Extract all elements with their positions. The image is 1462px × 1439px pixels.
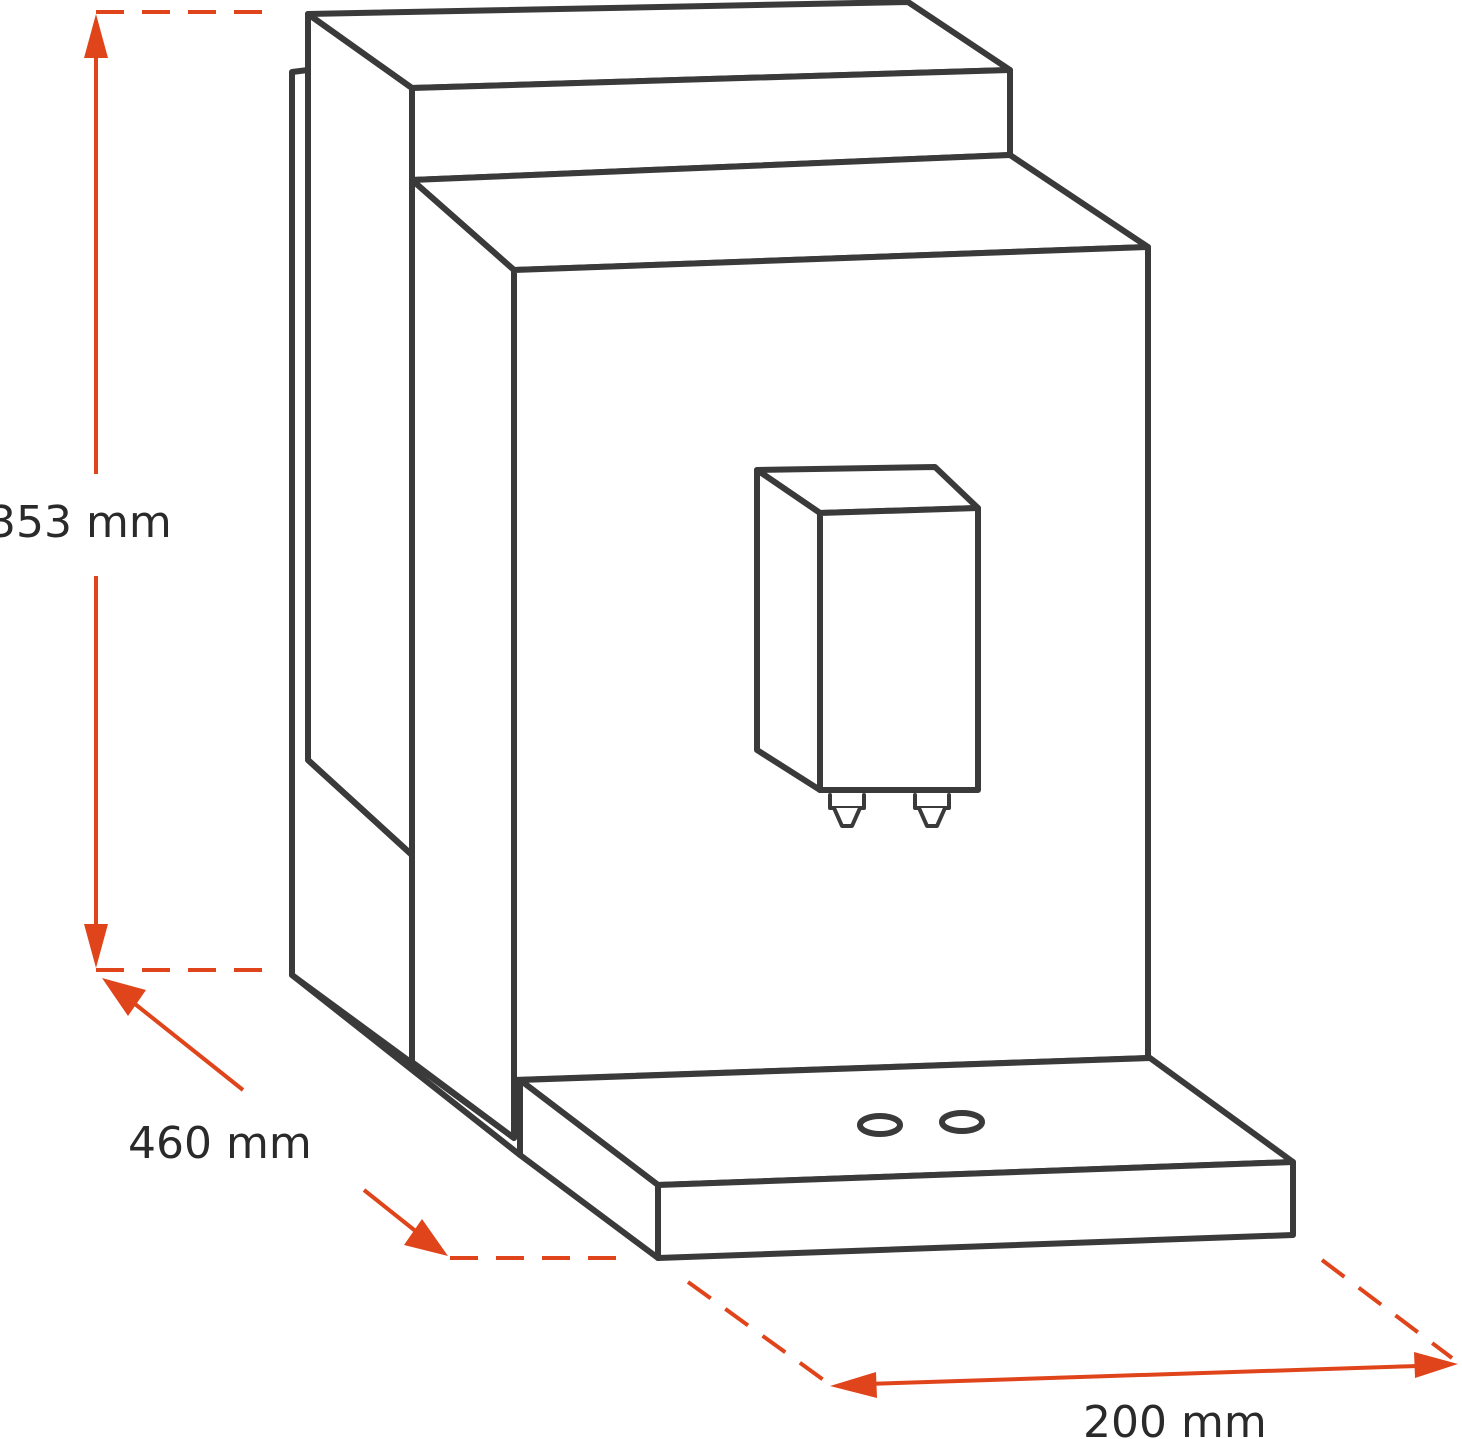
spout-nozzle-right (913, 793, 951, 828)
drip-tray-hole-left (857, 1113, 903, 1137)
depth-dimension-line-upper (128, 998, 245, 1092)
machine-body-lower-edge (289, 972, 523, 1158)
height-label: 353 mm (0, 497, 172, 548)
machine-back-side-strip (289, 67, 517, 1141)
drip-tray-side-face (517, 1077, 661, 1261)
machine-left-side-panel (305, 11, 415, 858)
drip-tray-hole-right (939, 1110, 985, 1134)
width-extension-line-left (686, 1280, 834, 1388)
width-dimension-line (865, 1364, 1419, 1386)
depth-dimension-line-lower (362, 1188, 420, 1235)
height-arrow-up (84, 14, 108, 58)
depth-label: 460 mm (128, 1118, 312, 1169)
spout-unit-side-face (754, 467, 823, 793)
width-label: 200 mm (1083, 1397, 1267, 1439)
spout-unit-front-face (817, 505, 981, 793)
depth-dimension: 460 mm (102, 978, 620, 1260)
width-arrow-left (830, 1372, 877, 1398)
coffee-machine-drawing (289, 0, 1296, 1261)
width-arrow-right (1414, 1352, 1458, 1378)
depth-arrow-front (404, 1219, 448, 1256)
height-arrow-down (84, 924, 108, 968)
height-dimension: 353 mm (0, 10, 270, 972)
width-dimension: 200 mm (686, 1258, 1458, 1439)
machine-body-side-face (409, 177, 517, 1141)
spout-nozzle-left (828, 793, 866, 828)
machine-side-panel-edge (305, 11, 415, 858)
depth-arrow-back (102, 978, 146, 1016)
width-extension-line-right (1320, 1258, 1454, 1360)
